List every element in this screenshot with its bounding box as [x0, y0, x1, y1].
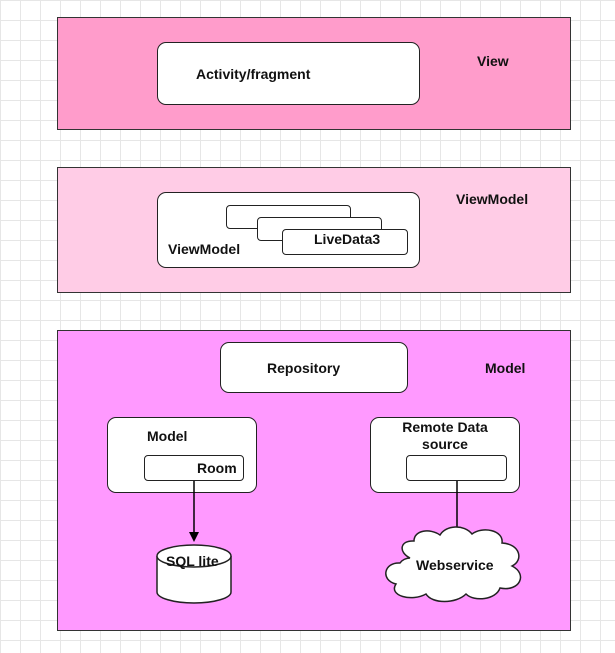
livedata-card-front[interactable] [282, 229, 408, 255]
activity-fragment-label: Activity/fragment [196, 66, 311, 82]
repository-box[interactable] [220, 342, 408, 393]
webservice-label: Webservice [416, 557, 494, 573]
local-model-title: Model [147, 428, 188, 444]
database-icon [156, 544, 232, 604]
remote-data-source-title: Remote Data source [402, 419, 488, 452]
room-label: Room [197, 460, 237, 476]
repository-label: Repository [267, 360, 341, 376]
sqlite-label: SQL lite [166, 553, 219, 569]
model-layer-title: Model [485, 360, 526, 376]
remote-inner-box[interactable] [406, 455, 507, 481]
viewmodel-box-label: ViewModel [168, 241, 241, 257]
view-layer-title: View [477, 53, 509, 69]
livedata-label: LiveData3 [314, 231, 381, 247]
viewmodel-layer-title: ViewModel [456, 191, 529, 207]
cloud-icon [385, 526, 522, 603]
room-box[interactable] [144, 455, 244, 481]
activity-fragment-box[interactable] [157, 42, 420, 105]
